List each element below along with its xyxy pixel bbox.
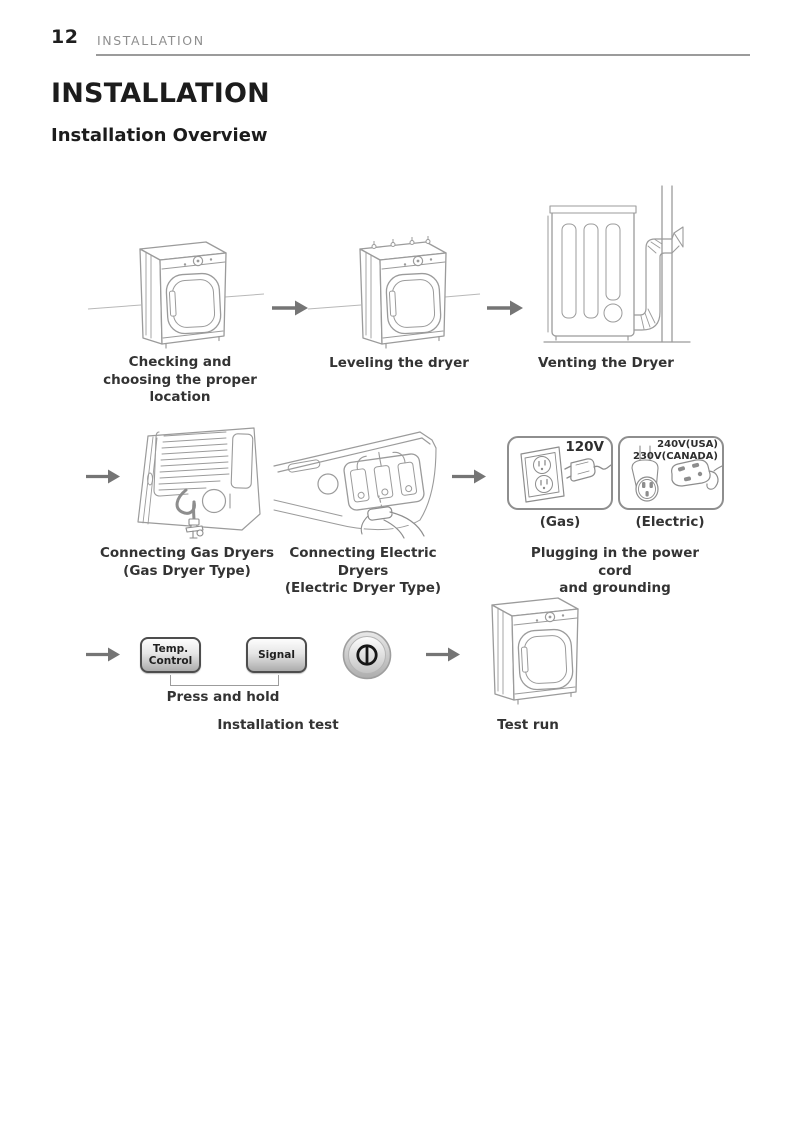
outlet-120v-illustration: [520, 446, 612, 503]
arrow-right-icon: [86, 647, 120, 662]
caption-gas-type: (Gas): [539, 514, 581, 530]
dryer-test-run-illustration: [491, 597, 579, 705]
caption-leveling: Leveling the dryer: [329, 355, 469, 371]
running-header: INSTALLATION: [97, 33, 205, 48]
press-and-hold-bracket: [170, 675, 279, 686]
gas-outlet-panel: 120V: [507, 436, 613, 510]
electric-plug-panel: 240V(USA) 230V(CANADA): [618, 436, 724, 510]
dryer-location-illustration: [87, 241, 265, 349]
arrow-right-icon: [487, 300, 523, 316]
caption-electric-type: (Electric): [635, 514, 705, 530]
dryer-leveling-illustration: [307, 236, 481, 349]
plug-240v-illustration: [631, 445, 723, 502]
caption-plugging-grounding: Plugging in the power cord and grounding: [530, 545, 700, 596]
caption-electric-connection: Connecting Electric Dryers (Electric Dry…: [284, 545, 442, 596]
page-title: INSTALLATION: [51, 78, 270, 109]
power-button-icon: [342, 630, 392, 680]
header-rule: [96, 54, 750, 56]
arrow-right-icon: [452, 469, 486, 484]
arrow-right-icon: [86, 469, 120, 484]
signal-button-illustration: Signal: [246, 637, 307, 673]
outlet-voltage-label: 120V: [565, 439, 604, 455]
arrow-right-icon: [426, 647, 460, 662]
caption-gas-connection: Connecting Gas Dryers (Gas Dryer Type): [99, 545, 275, 579]
electric-connection-illustration: [273, 431, 437, 539]
caption-press-and-hold: Press and hold: [166, 689, 280, 705]
arrow-right-icon: [272, 300, 308, 316]
section-subtitle: Installation Overview: [51, 125, 268, 146]
caption-checking-location: Checking and choosing the proper locatio…: [103, 354, 257, 405]
caption-installation-test: Installation test: [217, 717, 339, 733]
temp-control-button-illustration: Temp. Control: [140, 637, 201, 673]
gas-connection-illustration: [137, 427, 261, 539]
page-number: 12: [51, 26, 79, 48]
caption-venting: Venting the Dryer: [538, 355, 674, 371]
dryer-venting-illustration: [543, 185, 691, 343]
plug-voltage-label: 240V(USA) 230V(CANADA): [633, 439, 718, 462]
caption-test-run: Test run: [497, 717, 559, 733]
